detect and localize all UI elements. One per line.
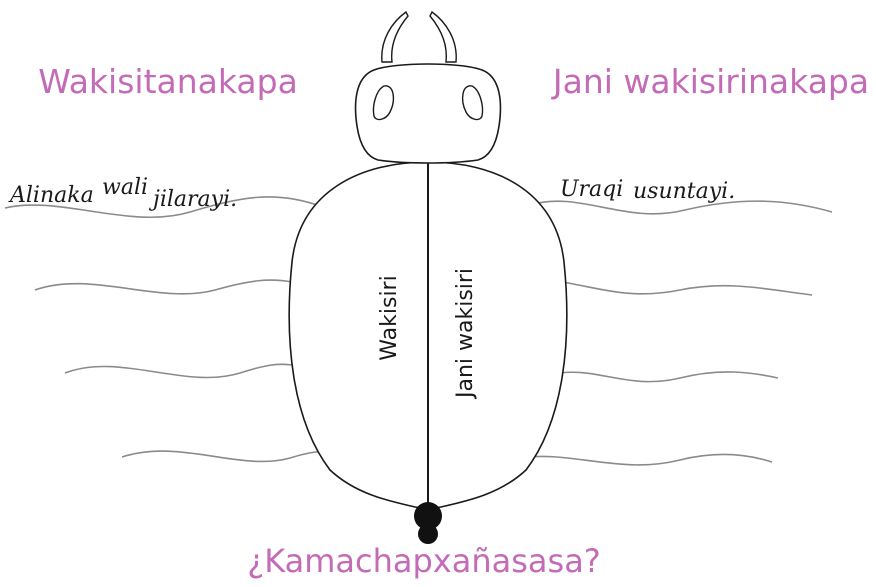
left-heading: Wakisitanakapa xyxy=(38,62,298,101)
right-antenna-icon xyxy=(430,12,456,62)
left-note: Alinaka wali jilarayi. xyxy=(8,175,237,212)
question-text: ¿Kamachapxañasasa? xyxy=(247,542,601,580)
leg-line-right-4 xyxy=(520,454,772,465)
leg-line-right-3 xyxy=(560,372,778,382)
left-antenna-icon xyxy=(382,12,408,62)
left-body-label: Wakisiri xyxy=(377,275,402,360)
left-note-word-1: Alinaka xyxy=(8,183,94,208)
leg-line-right-2 xyxy=(562,282,812,295)
leg-line-left-2 xyxy=(35,280,292,294)
left-note-word-2: wali xyxy=(102,175,148,200)
leg-line-left-4 xyxy=(122,451,336,461)
beetle-head xyxy=(356,64,501,163)
leg-line-left-3 xyxy=(65,364,298,377)
tail-blob-bottom xyxy=(418,524,438,544)
right-note-word-2: usuntayi. xyxy=(633,179,735,204)
right-note: Uraqi usuntayi. xyxy=(560,177,735,204)
left-note-word-3: jilarayi. xyxy=(148,187,237,212)
right-body-label: Jani wakisiri xyxy=(453,268,478,400)
right-heading: Jani wakisirinakapa xyxy=(551,62,869,101)
right-note-word-1: Uraqi xyxy=(560,177,623,202)
